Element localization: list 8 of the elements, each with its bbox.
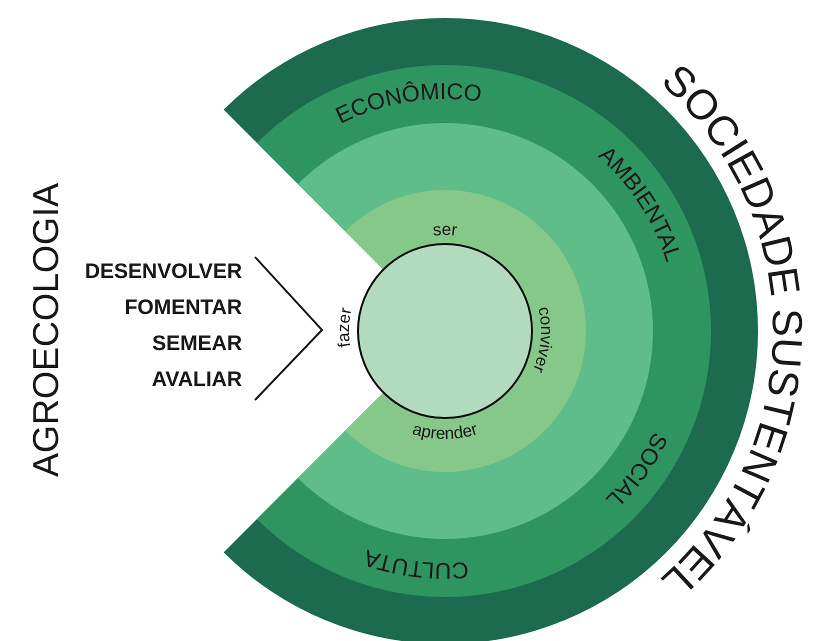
- action-word: SEMEAR: [152, 332, 242, 356]
- ring-label: aprender: [410, 419, 480, 444]
- action-word: DESENVOLVER: [84, 260, 242, 284]
- ring-label: CULTUTA: [360, 544, 470, 584]
- ring-label: ser: [432, 220, 458, 240]
- action-word: FOMENTAR: [124, 296, 242, 320]
- action-word: AVALIAR: [152, 368, 242, 392]
- vertical-title: AGROECOLOGIA: [25, 182, 67, 477]
